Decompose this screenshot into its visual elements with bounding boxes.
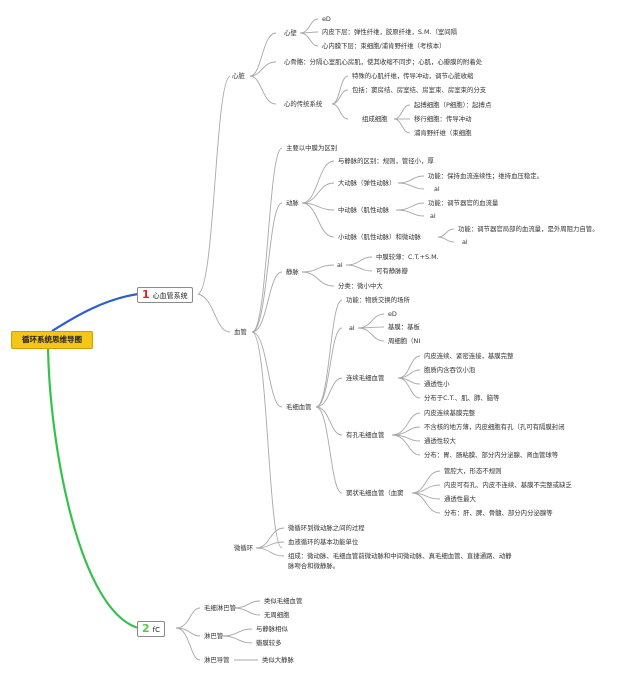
node-heart[interactable]: 心脏 [232,72,245,80]
node-cells[interactable]: 组成细胞 [362,115,388,123]
node-text: 周细胞（NI [388,337,421,345]
node-text: eD [322,15,331,23]
node-lymph-duct[interactable]: 淋巴管 [204,632,224,640]
node-capillary[interactable]: 毛细血管 [286,403,312,411]
branch-number: 2 [142,622,150,635]
node-text: 可有静脉瓣 [376,267,408,275]
node-text: 与静脉的区别：规则，管径小，厚 [338,157,434,165]
node-text: 功能：调节器官局部的血流量，是外周阻力自管。 [458,225,599,233]
node-lymph-capillary[interactable]: 毛细淋巴管 [204,604,236,612]
node-text: 中膜较薄：C.T.+S.M. [376,253,439,261]
node-vessel[interactable]: 血管 [234,328,247,336]
node-text: 通透性较大 [424,437,456,445]
node-conduction[interactable]: 心的传统系统 [284,100,323,108]
node-text: 血液循环的基本功能单位 [288,538,359,546]
node-heart-wall[interactable]: 心壁 [284,29,297,37]
node-large-artery[interactable]: 大动脉（弹性动脉） [338,179,396,187]
node-text: 胞质内含吞饮小泡 [424,366,476,374]
node-text: 通透性最大 [444,495,476,503]
node-text: 特殊的心肌纤维，传导冲动，调节心脏收缩 [352,72,474,80]
node-text: 主要以中膜为区别 [286,144,338,152]
node-text: 内皮可有孔、内皮不连续、基膜不完整或缺乏 [444,481,572,489]
node-text: 分布于C.T.、肌、肺、脑等 [424,394,500,402]
node-text: 基膜：基板 [388,323,420,331]
node-text: 心骨骼：分隔心室肌心房肌，使其收缩不同步；心肌，心瓣膜的附着处 [284,58,483,66]
node-text: 分类：微小中大 [338,282,383,290]
node-lymph-trunk[interactable]: 淋巴导管 [204,656,230,664]
node-artery[interactable]: 动脉 [286,199,299,207]
node-text: al [430,212,436,220]
node-text: 不含核的地方薄，内皮细胞有孔（孔可有隔膜封闭 [424,423,565,431]
node-medium-artery[interactable]: 中动脉（肌性动脉 [338,206,390,214]
branch-label: 心血管系统 [152,292,188,300]
node-text: 包括：窦房结、房室结、房室束、房室束的分支 [352,86,487,94]
node-microcirculation[interactable]: 微循环 [234,544,254,552]
branch-label: fC [152,626,161,634]
node-text: 内皮下层：弹性纤维，胶原纤维，S.M.（室间隔 [322,28,458,36]
node-text: 脉吻合和微静脉。 [288,562,340,570]
node-text: 浦肯野纤维（束细胞 [414,129,472,137]
node-text: 心内膜下层：束细胞/浦肯野纤维（考核本） [322,42,446,50]
node-small-artery[interactable]: 小动脉（肌性动脉）和微动脉 [338,233,422,241]
node-text: al [462,238,468,246]
root-node[interactable]: 循环系统思维导图 [11,331,93,349]
node-text: 分布：肝、脾、骨髓、部分内分泌腺等 [444,509,553,517]
node-text: 功能：调节器官的血流量 [428,199,499,207]
node-sinusoid[interactable]: 窦状毛细血管（血窦 [346,489,404,497]
node-text: 瓣膜较多 [256,639,282,647]
node-text: 与静脉相似 [256,625,288,633]
node-text: 内皮连续基膜完整 [424,409,476,417]
node-text: 分布：胃、肠粘膜、部分内分泌腺、肾血管球等 [424,451,559,459]
node-continuous[interactable]: 连续毛细血管 [346,374,385,382]
node-text: 管腔大，形态不规则 [444,467,502,475]
node-text: 类似毛细血管 [264,597,303,605]
node-text: al [337,261,343,269]
node-text: 无周细胞 [264,611,290,619]
node-text: al [349,324,355,332]
node-text: 微循环到微动脉之间的过程 [288,524,365,532]
node-text: 功能：物质交换的场所 [346,296,410,304]
node-fenestrated[interactable]: 有孔毛细血管 [346,431,385,439]
node-text: al [434,185,440,193]
node-text: 类似大静脉 [262,656,294,664]
node-text: 功能：保持血流连续性；维持血压稳定。 [428,172,544,180]
node-text: 组成：微动脉、毛细血管前微动脉和中间微动脉、真毛细血管、直捷通路、动静 [288,552,512,560]
node-text: 内皮连续、紧密连接，基膜完整 [424,352,514,360]
branch-number: 1 [142,288,150,301]
node-text: 通透性小 [424,380,450,388]
node-text: 移行细胞：传导冲动 [414,115,472,123]
node-text: 起搏细胞（P细胞）：起搏点 [414,101,492,109]
node-vein[interactable]: 静脉 [286,268,299,276]
node-text: eD [388,310,397,318]
